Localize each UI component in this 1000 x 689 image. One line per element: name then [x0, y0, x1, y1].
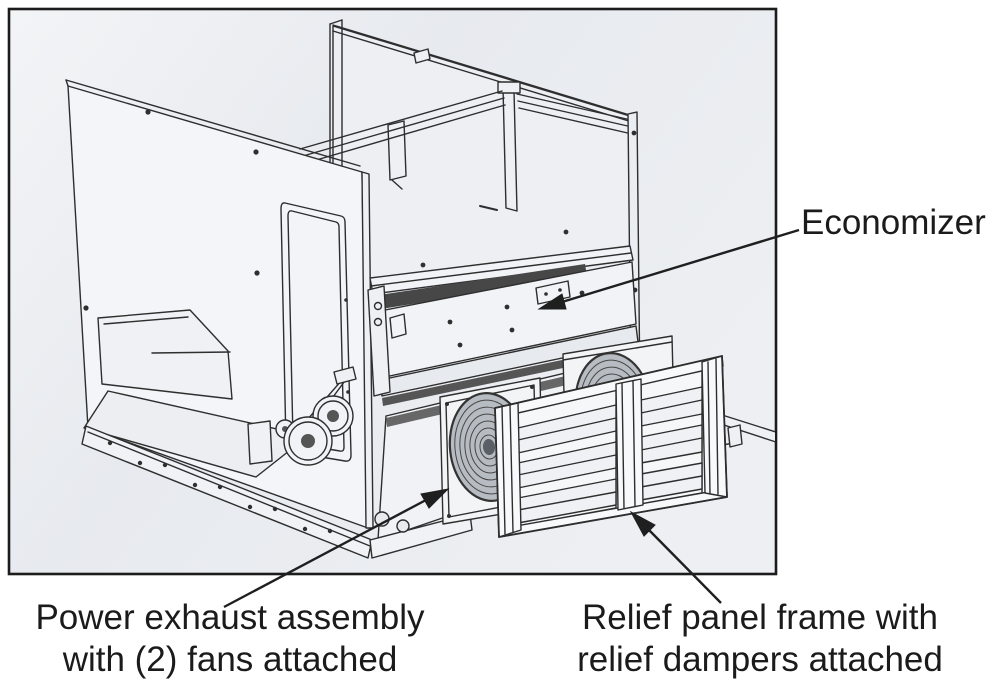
- relief-panel-label-line1: Relief panel frame with: [582, 598, 938, 637]
- power-exhaust-label: Power exhaust assembly with (2) fans att…: [20, 597, 440, 681]
- economizer-label: Economizer: [801, 203, 986, 242]
- cabinet-drawing: [65, 19, 775, 559]
- relief-panel-frame: [494, 355, 728, 538]
- power-exhaust-label-line1: Power exhaust assembly: [35, 598, 425, 637]
- relief-panel-label-line2: relief dampers attached: [577, 640, 943, 679]
- economizer-arrow: [537, 228, 800, 310]
- relief-panel-arrow: [629, 510, 722, 604]
- leader-arrows: [223, 228, 800, 609]
- power-exhaust-label-line2: with (2) fans attached: [62, 640, 398, 679]
- base-rail: [81, 425, 473, 559]
- blower-pulleys: [275, 395, 354, 466]
- power-exhaust-arrow: [223, 488, 450, 609]
- relief-panel-label: Relief panel frame with relief dampers a…: [553, 597, 967, 681]
